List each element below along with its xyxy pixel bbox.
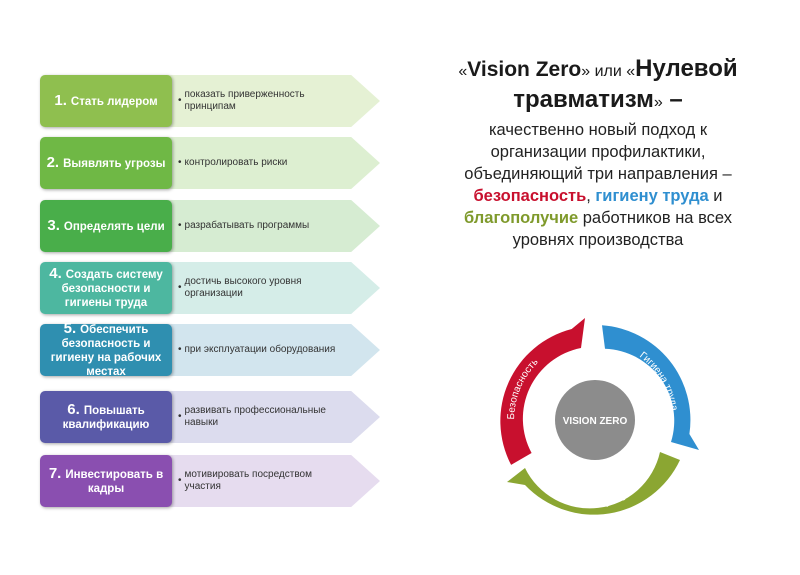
step-1-number: 1. (54, 91, 67, 109)
step-1-label: Стать лидером (70, 95, 158, 108)
center-circle (555, 380, 635, 460)
step-3-desc-text: разрабатывать программы (184, 220, 310, 231)
nulevoy-title: Нулевой (635, 55, 738, 82)
step-6-label: Повышать квалификацию (62, 404, 150, 431)
step-5-arrow (140, 324, 380, 376)
step-4-box: 4.Создать систему безопасности и гигиены… (40, 262, 172, 314)
headline-description: качественно новый подход к организации п… (464, 121, 732, 249)
step-2-box: 2.Выявлять угрозы (40, 137, 172, 189)
headline: «Vision Zero» или «Нулевой травматизм» –… (418, 55, 778, 251)
step-7-label: Инвестировать в кадры (65, 468, 164, 495)
step-4-number: 4. (49, 264, 62, 282)
step-2-arrow (140, 137, 380, 189)
step-6-number: 6. (67, 400, 80, 418)
step-2-number: 2. (46, 153, 60, 171)
step-3: 3.Определять цели •разрабатывать програм… (40, 200, 380, 252)
step-2-desc-text: контролировать риски (184, 157, 288, 168)
step-5: 5.Обеспечить безопасность и гигиену на р… (40, 321, 380, 378)
step-2-desc: •контролировать риски (178, 157, 288, 168)
step-1-desc: •показать приверженность принципам (178, 75, 348, 127)
hygiene-highlight: гигиену труда (595, 187, 709, 205)
step-2: 2.Выявлять угрозы •контролировать риски (40, 137, 380, 189)
step-7-desc: •мотивировать посредством участия (178, 455, 348, 507)
step-3-label: Определять цели (63, 220, 165, 233)
travmatizm-title: травматизм (513, 86, 654, 113)
wellbeing-highlight: благополучие (464, 209, 579, 227)
step-1-box: 1.Стать лидером (40, 75, 172, 127)
segment-hygiene (602, 325, 699, 450)
step-4-desc-text: достичь высокого уровня организации (184, 276, 302, 299)
step-5-desc-text: при эксплуатации оборудования (184, 344, 336, 355)
step-7: 7.Инвестировать в кадры •мотивировать по… (40, 455, 380, 507)
step-1-desc-text: показать приверженность принципам (184, 89, 305, 112)
step-2-label: Выявлять угрозы (63, 157, 166, 170)
step-6-arrow (140, 391, 380, 443)
step-5-box: 5.Обеспечить безопасность и гигиену на р… (40, 321, 172, 378)
step-4-arrow (140, 262, 380, 314)
step-3-number: 3. (47, 216, 60, 234)
step-7-desc-text: мотивировать посредством участия (184, 469, 312, 492)
vision-zero-title: Vision Zero (467, 58, 582, 81)
step-7-number: 7. (48, 464, 62, 482)
step-3-box: 3.Определять цели (40, 200, 172, 252)
center-label: VISION ZERO (563, 416, 628, 427)
step-3-arrow (140, 200, 380, 252)
step-4-desc: •достичь высокого уровня организации (178, 262, 348, 314)
step-5-desc: •при эксплуатации оборудования (178, 344, 336, 355)
step-5-number: 5. (63, 319, 77, 337)
step-1-arrow (140, 75, 380, 127)
vision-zero-cycle: VISION ZERO Безопасность Гигиена труда Б… (500, 318, 699, 515)
step-6: 6.Повышать квалификацию •развивать профе… (40, 391, 380, 443)
step-6-desc-text: развивать профессиональные навыки (184, 405, 326, 428)
step-1: 1.Стать лидером •показать приверженность… (40, 75, 380, 127)
step-4: 4.Создать систему безопасности и гигиены… (40, 262, 380, 314)
step-7-box: 7.Инвестировать в кадры (40, 455, 172, 507)
segment-safety (500, 318, 585, 465)
step-4-label: Создать систему безопасности и гигиены т… (61, 268, 163, 309)
headline-title: «Vision Zero» или «Нулевой (458, 55, 738, 82)
step-3-desc: •разрабатывать программы (178, 220, 310, 231)
step-6-box: 6.Повышать квалификацию (40, 391, 172, 443)
step-5-label: Обеспечить безопасность и гигиену на раб… (50, 323, 162, 378)
step-7-arrow (140, 455, 380, 507)
safety-highlight: безопасность (473, 187, 587, 205)
segment-wellbeing-label: Благополучие (562, 491, 628, 508)
step-6-desc: •развивать профессиональные навыки (178, 391, 348, 443)
segment-wellbeing (507, 452, 680, 515)
